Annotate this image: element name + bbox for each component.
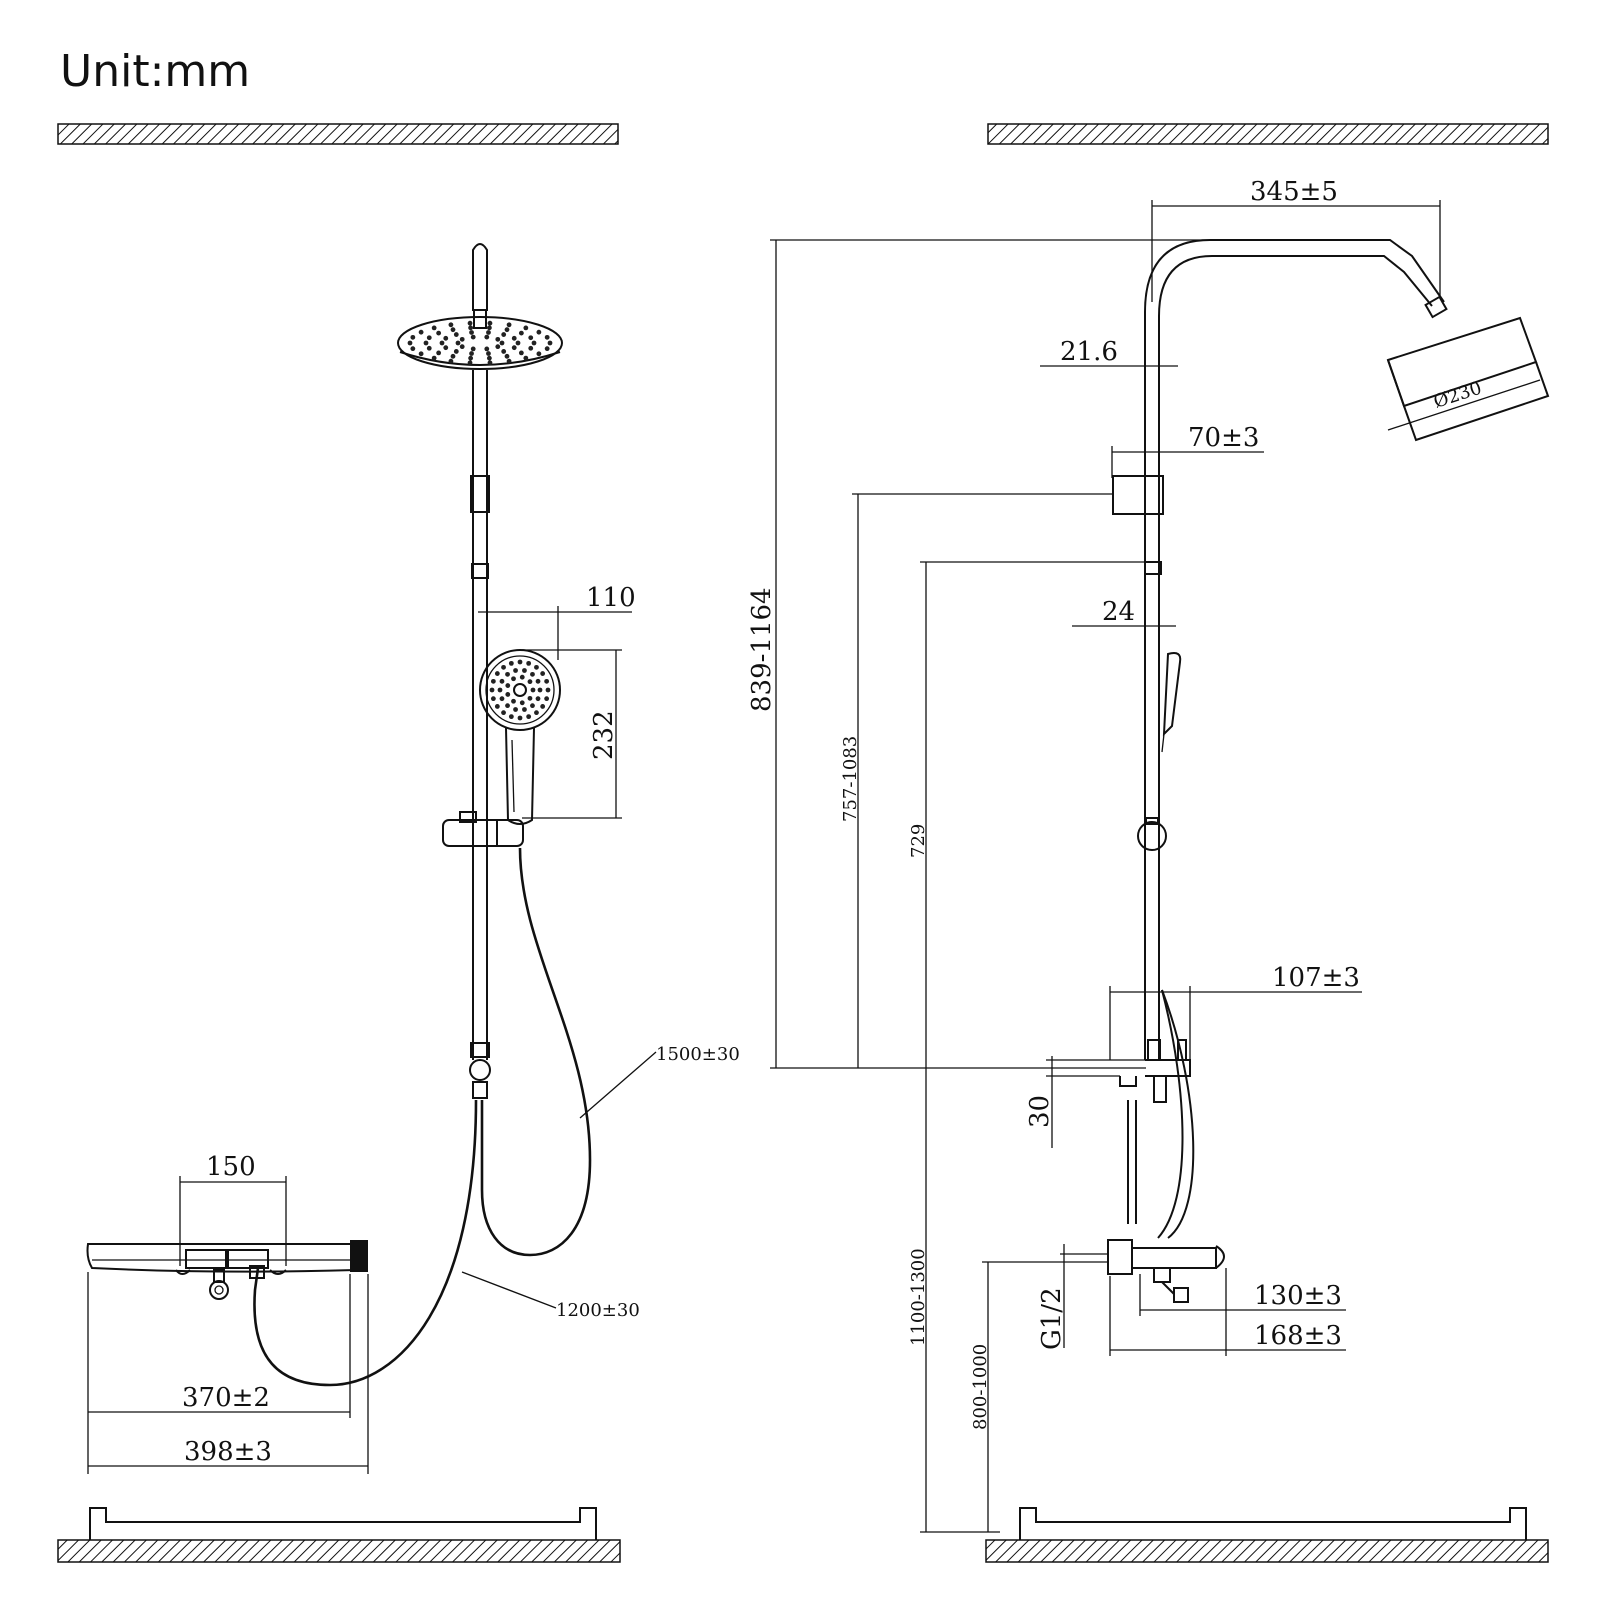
dim-24: 24: [1102, 597, 1135, 627]
dim-232: 232: [589, 710, 619, 760]
dim-70: 70±3: [1188, 423, 1259, 453]
rail-coupler: [470, 475, 490, 513]
floor-right: [985, 1507, 1549, 1563]
dim-398: 398±3: [184, 1437, 272, 1467]
side-slider: [1137, 821, 1167, 851]
dim-757-1083: 757-1083: [840, 736, 861, 822]
dim-107: 107±3: [1272, 963, 1360, 993]
side-mixer-body: [1060, 1239, 1225, 1303]
dim-30: 30: [1025, 1095, 1055, 1128]
side-view: 345±5 21.6 70±3 Ø230 24 839-1164 757-108…: [747, 177, 1550, 1533]
dim-729: 729: [908, 824, 929, 858]
dim-150: 150: [206, 1152, 256, 1182]
side-shower-head: [1386, 316, 1550, 442]
dim-110: 110: [586, 583, 636, 613]
hose-upper: [480, 847, 592, 1257]
unit-label: Unit:mm: [60, 46, 251, 97]
dim-1100-1300: 1100-1300: [908, 1248, 929, 1346]
dim-839-1164: 839-1164: [747, 587, 777, 712]
slider-holder: [442, 811, 524, 847]
hose-lower: [253, 1099, 478, 1387]
dim-800-1000: 800-1000: [970, 1344, 991, 1430]
floor-left: [57, 1507, 621, 1563]
front-view: 110 232 150 1500±30 1200±30 370±2 398±: [86, 243, 740, 1474]
hose-length-1200: 1200±30: [556, 1300, 640, 1321]
thread-g1-2: G1/2: [1037, 1287, 1067, 1350]
dim-345: 345±5: [1250, 177, 1338, 207]
dim-130: 130±3: [1254, 1281, 1342, 1311]
hand-shower: [479, 649, 561, 825]
thermostat-shelf: [86, 1240, 368, 1300]
overhead-shower-head: [397, 316, 563, 370]
ceiling-right: [987, 123, 1549, 145]
dim-370: 370±2: [182, 1383, 270, 1413]
ceiling-left: [57, 123, 619, 145]
wall-bracket: [1112, 475, 1164, 515]
hose-length-1500: 1500±30: [656, 1044, 740, 1065]
dim-21-6: 21.6: [1060, 337, 1118, 367]
dim-168: 168±3: [1254, 1321, 1342, 1351]
